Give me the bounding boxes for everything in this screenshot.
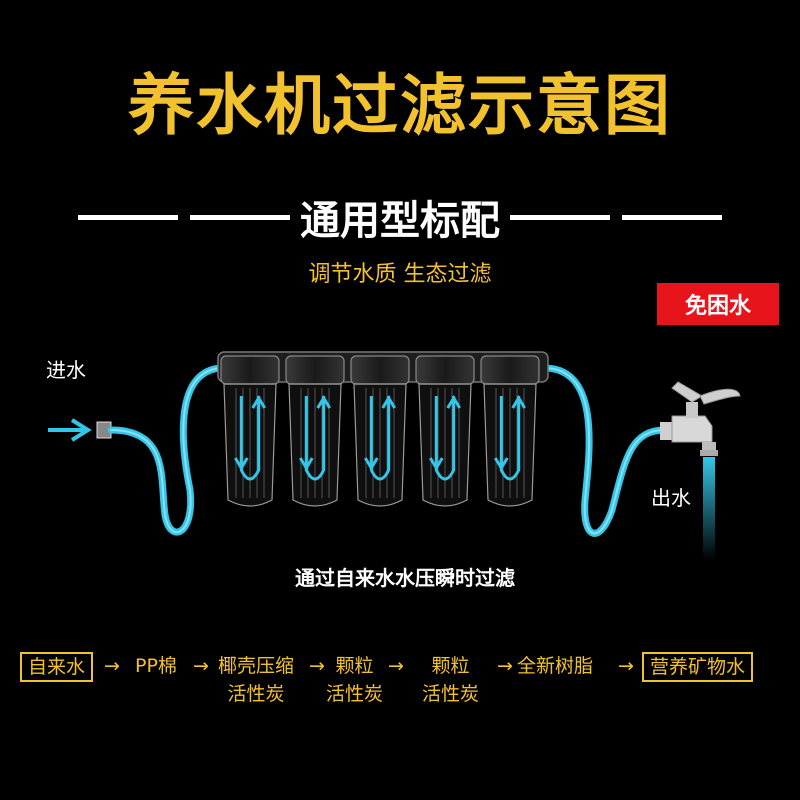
water-jet (703, 457, 715, 560)
subtitle-row: 通用型标配 (0, 190, 800, 244)
flow-arrow-icon: → (104, 655, 120, 677)
flow-stage-name: 全新树脂 (517, 655, 594, 677)
flow-arrow-icon: → (618, 655, 634, 677)
filter-diagram (48, 351, 741, 560)
filter-housing (220, 355, 280, 507)
flow-stage: 颗粒活性炭 (326, 652, 383, 708)
flow-stage-name: 椰壳压缩 (218, 655, 295, 677)
flow-stage: PP棉 (135, 652, 177, 680)
flow-stage: 营养矿物水 (642, 652, 754, 682)
filter-housing (480, 355, 540, 507)
flow-stage-name: 自来水 (28, 656, 86, 678)
flow-stage-name: 颗粒 (335, 655, 374, 677)
flow-arrow-icon: → (388, 655, 404, 677)
flow-stage-subname: 活性炭 (227, 683, 285, 705)
right-dash-line-2 (622, 214, 722, 220)
flow-stage-name: 颗粒 (431, 655, 470, 677)
inlet-hose (107, 364, 226, 536)
flow-stage-subname: 活性炭 (422, 683, 480, 705)
flow-stage-name: 营养矿物水 (650, 656, 746, 678)
flow-arrow-icon: → (497, 655, 513, 677)
flow-stage: 颗粒活性炭 (422, 652, 479, 708)
flow-stage: 自来水 (20, 652, 94, 682)
outlet-hose (542, 364, 669, 537)
flow-arrow-icon: → (309, 655, 325, 677)
diagram-caption: 通过自来水水压瞬时过滤 (295, 566, 515, 590)
flow-stage-subname: 活性炭 (326, 683, 384, 705)
no-stagnant-water-badge: 免困水 (657, 283, 779, 325)
filter-housings (220, 355, 540, 507)
outlet-label: 出水 (651, 486, 691, 510)
right-dash-line (510, 214, 610, 220)
flow-arrow-icon: → (193, 655, 209, 677)
filter-housing (350, 355, 410, 507)
flow-stage: 椰壳压缩活性炭 (218, 652, 294, 708)
flow-stage: 全新树脂 (517, 652, 593, 680)
flow-stage-name: PP棉 (135, 655, 177, 677)
subtitle: 通用型标配 (300, 198, 500, 244)
tagline: 调节水质 生态过滤 (308, 262, 492, 287)
faucet-icon (660, 381, 741, 456)
left-dash-line-2 (190, 214, 290, 220)
inlet-label: 进水 (46, 358, 86, 382)
page-title: 养水机过滤示意图 (128, 67, 672, 144)
inlet-arrow-icon (48, 418, 92, 442)
filter-housing (415, 355, 475, 507)
filter-housing (285, 355, 345, 507)
left-dash-line (78, 214, 178, 220)
